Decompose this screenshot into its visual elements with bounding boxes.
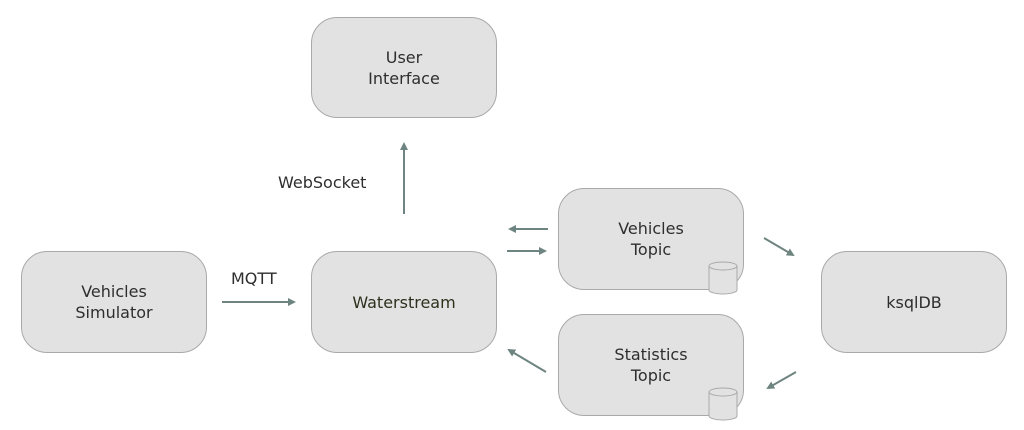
node-label: Interface — [368, 68, 440, 88]
database-icon — [708, 261, 738, 295]
node-label: Topic — [630, 240, 672, 259]
node-label: Statistics — [614, 345, 688, 364]
node-label: Simulator — [75, 303, 153, 322]
node-label: Topic — [630, 366, 672, 385]
edge-ksqldb-to-statistics-topic-arrow — [766, 371, 797, 389]
edge-vehicles-topic-to-ksqldb-arrow — [763, 237, 795, 257]
edge-statistics-topic-to-waterstream-arrow — [507, 348, 547, 373]
node-waterstream: Waterstream — [311, 251, 497, 353]
node-label: Vehicles — [81, 282, 147, 301]
node-label: User — [385, 47, 423, 67]
node-ksqldb: ksqlDB — [821, 251, 1007, 353]
node-label: Vehicles — [618, 219, 684, 238]
edge-label-websocket: WebSocket — [278, 173, 367, 192]
node-label: ksqlDB — [886, 292, 942, 312]
node-user-interface: User Interface — [311, 17, 497, 118]
node-label: Waterstream — [352, 292, 456, 312]
edge-label-mqtt: MQTT — [231, 269, 277, 288]
node-statistics-topic: Statistics Topic — [558, 314, 744, 416]
node-vehicles-simulator: Vehicles Simulator — [21, 251, 207, 353]
database-icon — [708, 387, 738, 421]
